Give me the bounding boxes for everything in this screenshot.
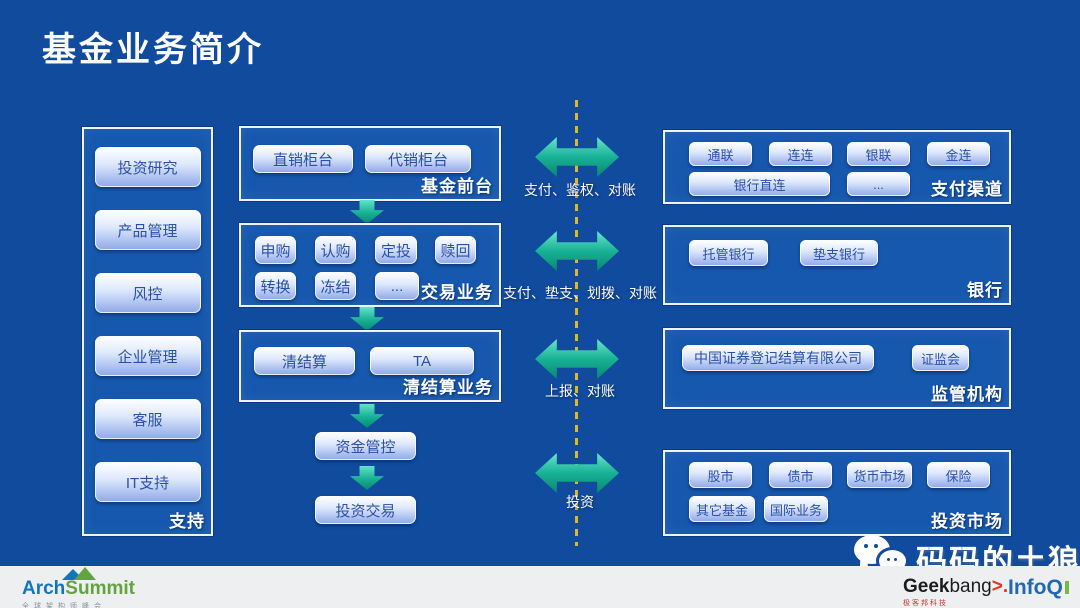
market-item: 货币市场 xyxy=(847,462,912,488)
geekbang-tagline: 极客邦科技 xyxy=(903,600,948,607)
regulators-panel-label: 监管机构 xyxy=(931,385,1003,404)
divider-dashed-line xyxy=(575,100,578,546)
market-item: 国际业务 xyxy=(764,496,828,522)
trading-item: 申购 xyxy=(255,236,296,264)
bank-item: 托管银行 xyxy=(689,240,768,266)
payment-channel-item: 金连 xyxy=(927,142,990,166)
clearing-panel: 清结算 TA 清结算业务 xyxy=(239,330,501,402)
markets-panel-label: 投资市场 xyxy=(931,512,1003,531)
clearing-panel-label: 清结算业务 xyxy=(403,378,493,397)
bank-item: 垫支银行 xyxy=(800,240,878,266)
market-item: 股市 xyxy=(689,462,752,488)
front-office-panel: 直销柜台 代销柜台 基金前台 xyxy=(239,126,501,201)
flow-label: 支付、鉴权、对账 xyxy=(524,182,636,198)
market-item: 保险 xyxy=(927,462,990,488)
markets-panel: 股市 债市 货币市场 保险 其它基金 国际业务 投资市场 xyxy=(663,450,1011,536)
flow-label: 投资 xyxy=(566,494,594,510)
payment-channel-item: 通联 xyxy=(689,142,752,166)
payment-channel-item: 连连 xyxy=(769,142,832,166)
infoq-wordmark: InfoQ xyxy=(1008,576,1063,599)
support-item: 企业管理 xyxy=(94,336,201,376)
flow-label: 上报、对账 xyxy=(545,383,615,399)
support-item: IT支持 xyxy=(94,462,201,502)
page-title: 基金业务简介 xyxy=(42,31,264,69)
geekbang-logo: Geekbang>. 极客邦科技 xyxy=(903,576,1008,608)
archsummit-logo: ArchSummit 全球架构师峰会 xyxy=(22,567,142,608)
infoq-logo: InfoQ xyxy=(1008,576,1069,600)
payment-channel-item: 银行直连 xyxy=(689,172,830,196)
regulator-item: 证监会 xyxy=(912,345,969,371)
support-item: 客服 xyxy=(94,399,201,439)
support-item: 投资研究 xyxy=(94,147,201,187)
payment-channels-panel: 通联 连连 银联 金连 银行直连 ... 支付渠道 xyxy=(663,130,1011,204)
banks-panel: 托管银行 垫支银行 银行 xyxy=(663,225,1011,305)
payment-channel-item: ... xyxy=(847,172,910,196)
fund-control-node: 资金管控 xyxy=(315,432,416,460)
clearing-item: 清结算 xyxy=(254,347,355,375)
support-panel: 投资研究 产品管理 风控 企业管理 客服 IT支持 支持 xyxy=(82,127,213,536)
down-arrow-icon xyxy=(350,404,384,428)
front-office-item: 代销柜台 xyxy=(365,145,471,173)
payment-channels-panel-label: 支付渠道 xyxy=(931,180,1003,199)
investment-trading-node: 投资交易 xyxy=(315,496,416,524)
payment-channel-item: 银联 xyxy=(847,142,910,166)
down-arrow-icon xyxy=(350,307,384,331)
support-panel-label: 支持 xyxy=(169,512,205,531)
regulator-item: 中国证券登记结算有限公司 xyxy=(682,345,874,371)
down-arrow-icon xyxy=(350,466,384,490)
trading-item: 认购 xyxy=(315,236,356,264)
trading-panel: 申购 认购 定投 赎回 转换 冻结 ... 交易业务 xyxy=(239,223,501,307)
front-office-panel-label: 基金前台 xyxy=(421,177,493,196)
support-item: 产品管理 xyxy=(94,210,201,250)
archsummit-tagline: 全球架构师峰会 xyxy=(22,603,106,608)
banks-panel-label: 银行 xyxy=(967,281,1003,300)
infoq-accent-icon xyxy=(1064,581,1069,594)
clearing-item: TA xyxy=(370,347,474,375)
down-arrow-icon xyxy=(350,200,384,224)
archsummit-wordmark: ArchSummit xyxy=(22,578,135,599)
regulators-panel: 中国证券登记结算有限公司 证监会 监管机构 xyxy=(663,328,1011,409)
support-item: 风控 xyxy=(94,273,201,313)
trading-item: 赎回 xyxy=(435,236,476,264)
trading-item: 转换 xyxy=(255,272,296,300)
market-item: 其它基金 xyxy=(689,496,755,522)
trading-item: 定投 xyxy=(375,236,417,264)
trading-item: ... xyxy=(375,272,419,300)
trading-panel-label: 交易业务 xyxy=(421,283,493,302)
trading-item: 冻结 xyxy=(315,272,356,300)
front-office-item: 直销柜台 xyxy=(253,145,353,173)
footer-bar xyxy=(0,566,1080,608)
market-item: 债市 xyxy=(769,462,832,488)
flow-label: 支付、垫支、划拨、对账 xyxy=(503,285,657,301)
geekbang-wordmark: Geekbang>. xyxy=(903,576,1009,597)
mountain-icon xyxy=(62,567,96,580)
